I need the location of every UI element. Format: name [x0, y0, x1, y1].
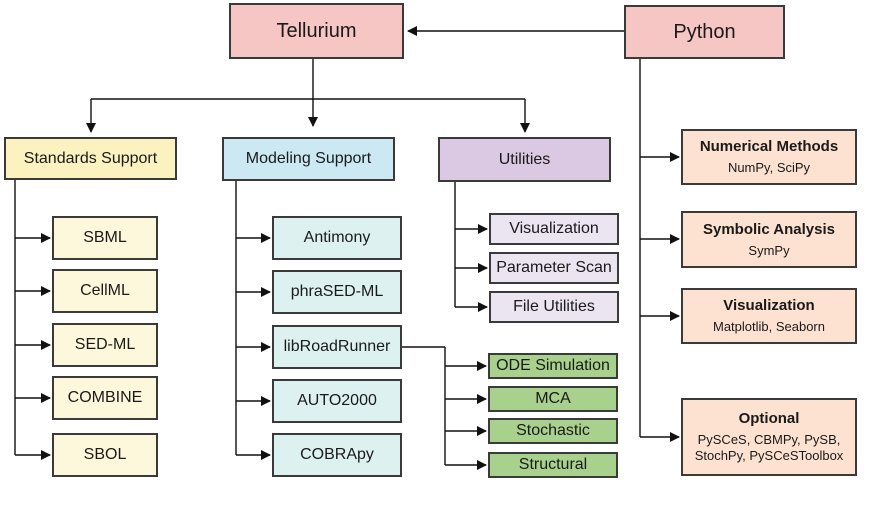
optional-title: Optional	[738, 410, 800, 428]
numerical-methods-node: Numerical Methods NumPy, SciPy	[681, 129, 857, 185]
symbolic-analysis-libs: SymPy	[748, 242, 790, 258]
phrased-ml-node: phraSED-ML	[272, 270, 402, 314]
numerical-methods-libs: NumPy, SciPy	[727, 160, 811, 176]
ode-simulation-node: ODE Simulation	[488, 353, 618, 379]
mca-node: MCA	[488, 386, 618, 412]
auto2000-node: AUTO2000	[272, 379, 402, 423]
standards-support-node: Standards Support	[4, 137, 177, 180]
tellurium-node: Tellurium	[229, 3, 404, 59]
cobrapy-node: COBRApy	[272, 433, 402, 477]
numerical-methods-title: Numerical Methods	[699, 138, 839, 156]
file-utilities-node: File Utilities	[489, 291, 619, 323]
structural-node: Structural	[488, 452, 618, 478]
libroadrunner-node: libRoadRunner	[272, 325, 402, 369]
parameter-scan-node: Parameter Scan	[489, 252, 619, 284]
combine-node: COMBINE	[52, 376, 158, 420]
sbml-node: SBML	[52, 216, 158, 260]
sbol-node: SBOL	[52, 433, 158, 477]
sed-ml-node: SED-ML	[52, 323, 158, 367]
antimony-node: Antimony	[272, 216, 402, 260]
optional-libs: PySCeS, CBMPy, PySB, StochPy, PySCeSTool…	[694, 432, 844, 463]
symbolic-analysis-node: Symbolic Analysis SymPy	[681, 211, 857, 268]
optional-node: Optional PySCeS, CBMPy, PySB, StochPy, P…	[681, 398, 857, 476]
modeling-support-node: Modeling Support	[222, 137, 395, 181]
cellml-node: CellML	[52, 269, 158, 313]
visualization-python-libs: Matplotlib, Seaborn	[712, 319, 825, 335]
visualization-python-title: Visualization	[723, 297, 815, 315]
visualization-python-node: Visualization Matplotlib, Seaborn	[681, 288, 857, 344]
stochastic-node: Stochastic	[488, 418, 618, 444]
symbolic-analysis-title: Symbolic Analysis	[703, 220, 835, 238]
visualization-utility-node: Visualization	[489, 213, 619, 245]
utilities-node: Utilities	[438, 137, 611, 182]
python-node: Python	[624, 5, 785, 59]
